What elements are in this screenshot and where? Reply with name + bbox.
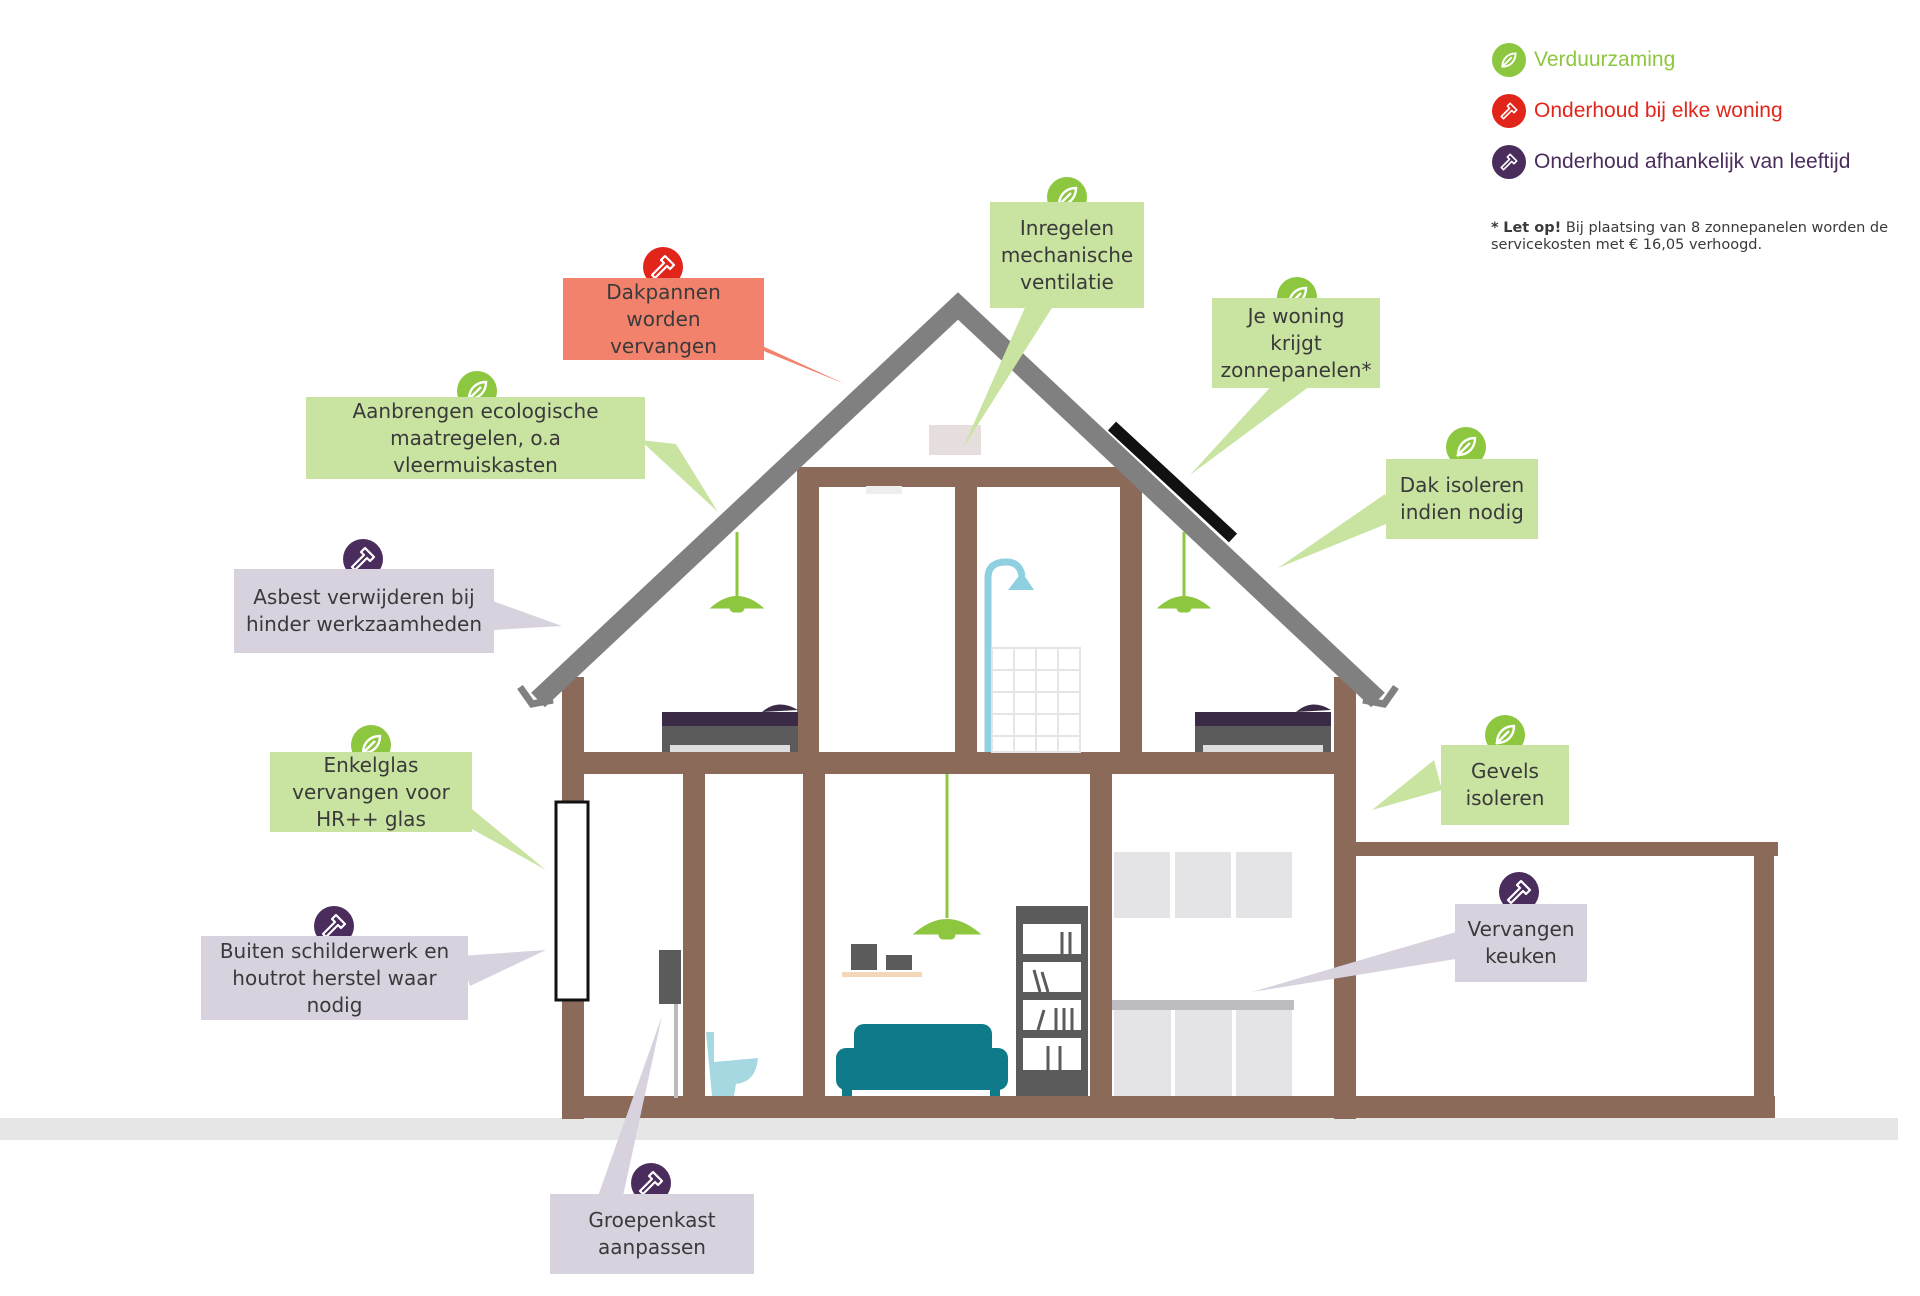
window — [554, 800, 590, 1002]
callout-enkelglas: Enkelglas vervangen voor HR++ glas — [270, 752, 472, 832]
callout-gevels: Gevels isoleren — [1441, 745, 1569, 825]
legend-item-onderhoud-elke-woning: Onderhoud bij elke woning — [1492, 94, 1783, 128]
kitchen — [1112, 852, 1294, 1096]
footnote-text: Bij plaatsing van 8 zonnepanelen worden … — [1491, 220, 1889, 253]
callout-zonnepanelen: Je woning krijgt zonnepanelen* — [1212, 298, 1380, 388]
legend-label: Verduurzaming — [1534, 48, 1676, 71]
footnote-bold: Let op! — [1503, 220, 1562, 236]
ground-line — [0, 1118, 1898, 1140]
solar-panel — [1107, 421, 1238, 543]
roof — [517, 292, 1399, 708]
legend-item-verduurzaming: Verduurzaming — [1492, 43, 1675, 77]
callout-schilderwerk: Buiten schilderwerk en houtrot herstel w… — [201, 936, 468, 1020]
legend-label: Onderhoud afhankelijk van leeftijd — [1534, 150, 1851, 173]
legend-item-onderhoud-leeftijd: Onderhoud afhankelijk van leeftijd — [1492, 145, 1850, 179]
callout-groepenkast: Groepenkast aanpassen — [550, 1194, 754, 1274]
callout-ecologisch: Aanbrengen ecologische maatregelen, o.a … — [306, 397, 645, 479]
hammer-icon — [1492, 94, 1526, 128]
callout-asbest: Asbest verwijderen bij hinder werkzaamhe… — [234, 569, 494, 653]
callout-ventilatie: Inregelen mechanische ventilatie — [990, 202, 1144, 308]
footnote: * Let op! Bij plaatsing van 8 zonnepanel… — [1491, 220, 1891, 254]
callout-dakpannen: Dakpannen worden vervangen — [563, 278, 764, 360]
house-walls — [562, 467, 1778, 1119]
callout-dak-isoleren: Dak isoleren indien nodig — [1386, 459, 1538, 539]
bookcase — [1016, 906, 1088, 1096]
legend-label: Onderhoud bij elke woning — [1534, 99, 1783, 122]
toilet — [706, 1032, 758, 1096]
sofa — [836, 1024, 1008, 1096]
callout-keuken: Vervangen keuken — [1455, 904, 1587, 982]
leaf-icon — [1492, 43, 1526, 77]
hammer-icon — [1492, 145, 1526, 179]
fuse-box — [659, 950, 681, 1004]
shower — [984, 558, 1081, 753]
footnote-star: * — [1491, 220, 1499, 236]
